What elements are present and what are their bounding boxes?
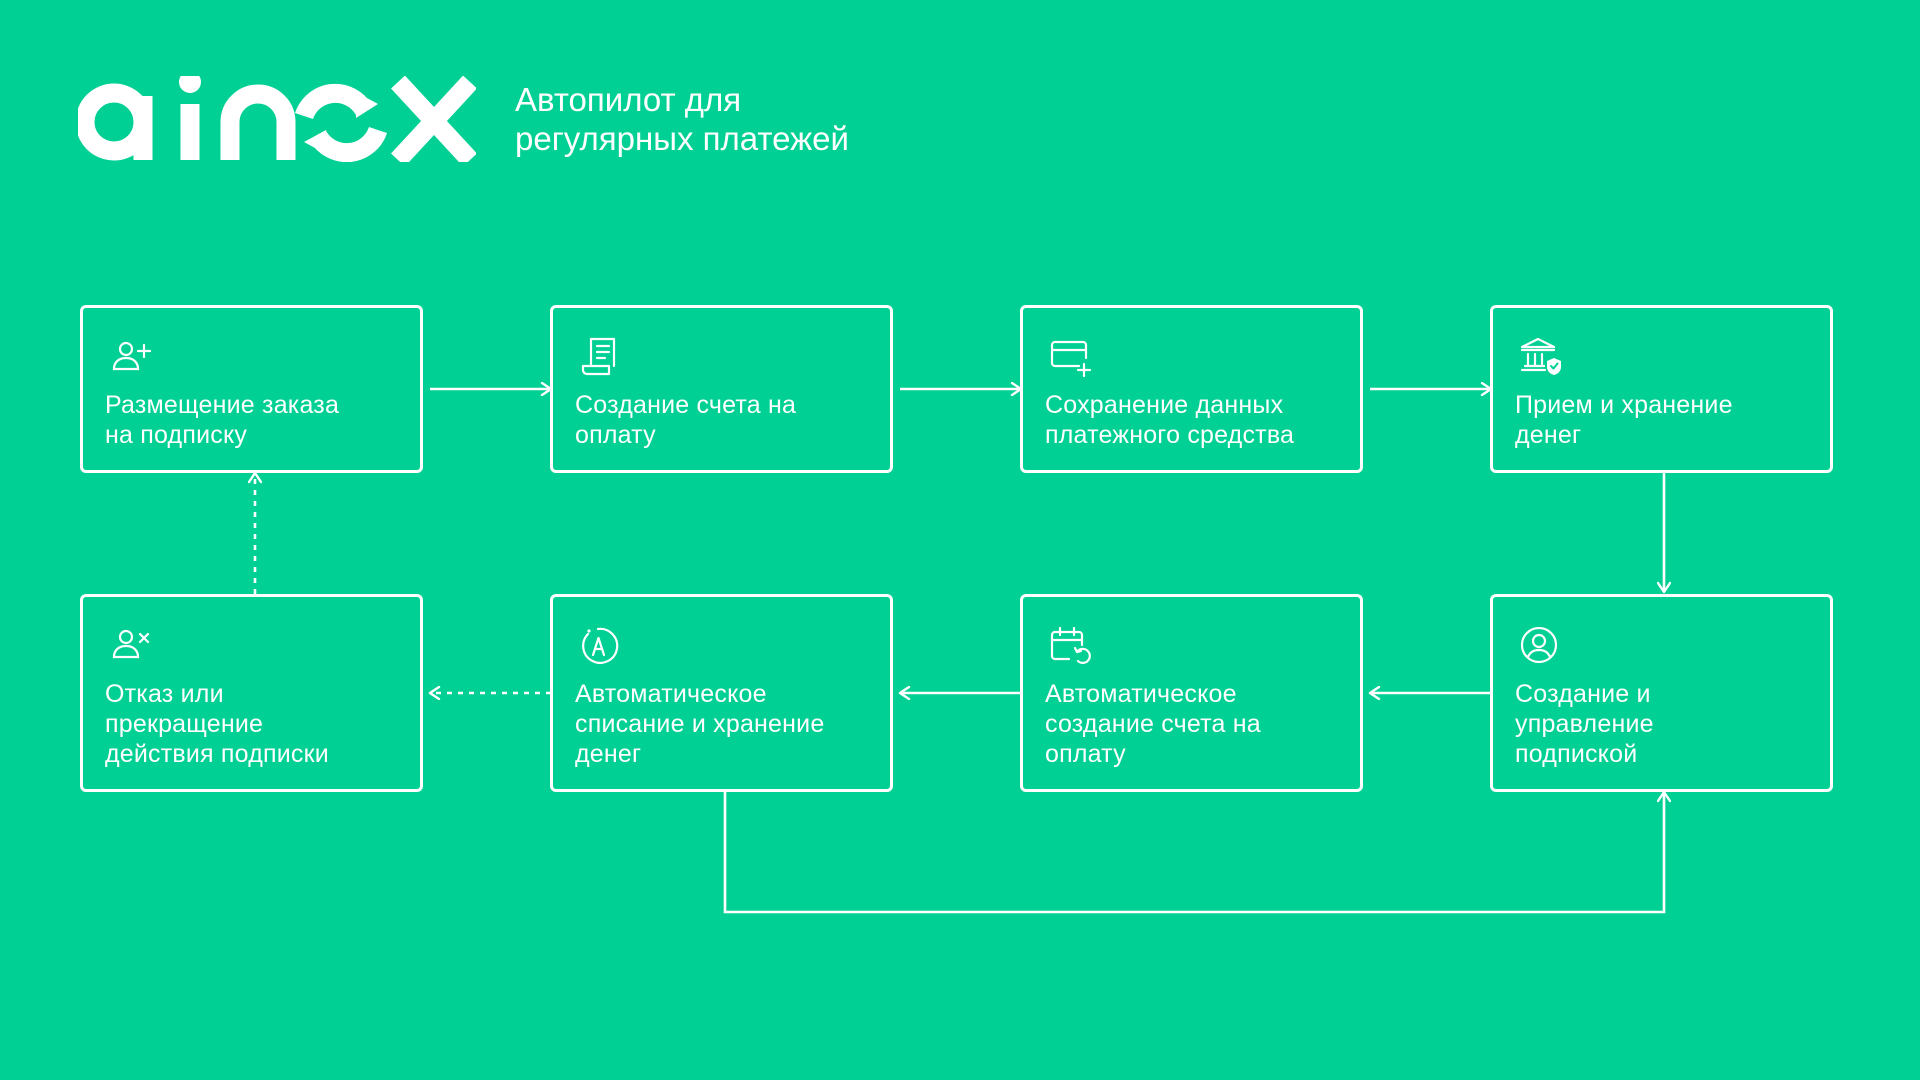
ainox-logo: ainox <box>78 76 476 162</box>
node-label-line: списание и хранение <box>575 710 825 738</box>
node-label-line: Создание счета на <box>575 391 797 419</box>
node-label-line: на подписку <box>105 421 248 449</box>
node-auto-invoice: Автоматическое создание счета на оплату <box>1020 594 1363 792</box>
node-create-invoice: Создание счета на оплату <box>550 305 893 473</box>
node-label-line: Прием и хранение <box>1515 391 1733 419</box>
node-label-line: создание счета на <box>1045 710 1261 738</box>
node-label-line: платежного средства <box>1045 421 1295 449</box>
node-label-line: Автоматическое <box>575 680 767 708</box>
user-circle-icon <box>1520 626 1558 664</box>
node-label-line: Автоматическое <box>1045 680 1237 708</box>
tagline: Автопилот для регулярных платежей <box>515 80 849 158</box>
node-label: Сохранение данных платежного средства <box>1045 390 1346 450</box>
node-place-order: Размещение заказа на подписку <box>80 305 423 473</box>
receipt-icon <box>581 337 616 376</box>
bank-shield-icon <box>1520 337 1561 375</box>
node-label: Автоматическое создание счета на оплату <box>1045 679 1346 769</box>
node-label: Создание и управление подпиской <box>1515 679 1816 769</box>
node-label-line: оплату <box>1045 740 1126 768</box>
node-label-line: управление <box>1515 710 1654 738</box>
node-label-line: денег <box>1515 421 1582 449</box>
arrow-auto-charge-to-manage-subscription <box>723 792 1664 914</box>
node-save-payment-data: Сохранение данных платежного средства <box>1020 305 1363 473</box>
node-label-line: Отказ или <box>105 680 224 708</box>
user-plus-icon <box>112 341 152 371</box>
auto-charge-icon <box>582 627 619 664</box>
user-remove-icon <box>112 629 150 659</box>
node-label: Прием и хранение денег <box>1515 390 1816 450</box>
node-label: Создание счета на оплату <box>575 390 876 450</box>
node-label: Отказ или прекращение действия подписки <box>105 679 406 769</box>
node-label-line: прекращение <box>105 710 264 738</box>
node-manage-subscription: Создание и управление подпиской <box>1490 594 1833 792</box>
node-label-line: Создание и <box>1515 680 1651 708</box>
node-label: Автоматическое списание и хранение денег <box>575 679 876 769</box>
node-label-line: подпиской <box>1515 740 1638 768</box>
node-label-line: действия подписки <box>105 740 329 768</box>
node-receive-store-money: Прием и хранение денег <box>1490 305 1833 473</box>
card-plus-icon <box>1050 340 1092 378</box>
node-label-line: оплату <box>575 421 656 449</box>
node-label-line: денег <box>575 740 642 768</box>
node-label-line: Размещение заказа <box>105 391 340 419</box>
node-label: Размещение заказа на подписку <box>105 390 406 450</box>
tagline-line-1: Автопилот для <box>515 81 742 118</box>
node-cancel-subscription: Отказ или прекращение действия подписки <box>80 594 423 792</box>
node-auto-charge: Автоматическое списание и хранение денег <box>550 594 893 792</box>
calendar-repeat-icon <box>1050 626 1091 664</box>
tagline-line-2: регулярных платежей <box>515 120 849 157</box>
node-label-line: Сохранение данных <box>1045 391 1284 419</box>
